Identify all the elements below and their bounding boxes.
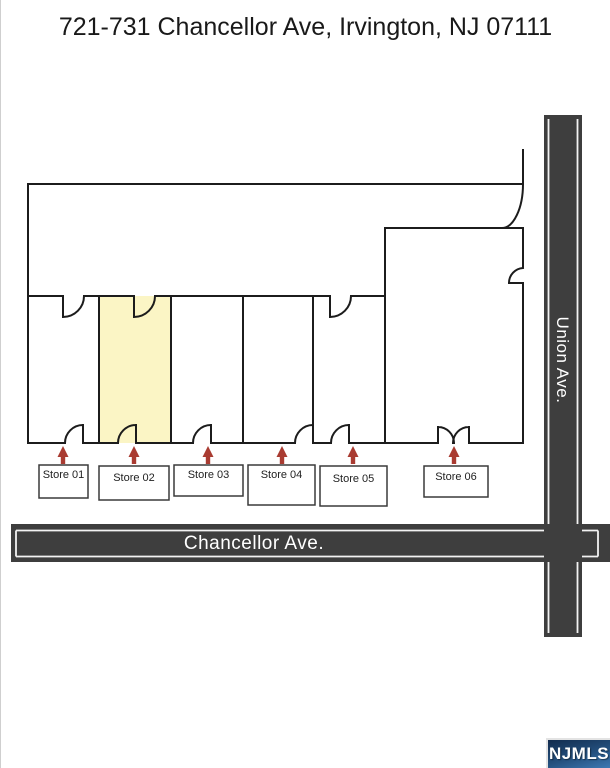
store-01-front-door	[63, 423, 85, 445]
njmls-logo: NJMLS	[546, 738, 610, 768]
entrance-arrows	[57, 446, 460, 464]
chancellor-left-lane-lines	[15, 529, 544, 558]
store-04-front-door	[293, 423, 315, 445]
store-02-highlight	[100, 296, 171, 443]
union-lane-lines	[547, 119, 579, 633]
address-title: 721-731 Chancellor Ave, Irvington, NJ 07…	[58, 13, 553, 41]
store-03-arrow	[202, 446, 214, 464]
chancellor-ave-label: Chancellor Ave.	[184, 533, 324, 554]
njmls-logo-text: NJMLS	[548, 744, 610, 763]
store-05-rear-door	[328, 294, 353, 319]
store-04-arrow	[276, 446, 288, 464]
store-05-arrow	[347, 446, 359, 464]
store-06-arrow	[448, 446, 460, 464]
store-06-label: Store 06	[435, 471, 477, 483]
store-05-front-door	[329, 423, 351, 445]
store-03-label: Store 03	[188, 469, 230, 481]
road-edge-lines	[15, 119, 599, 633]
store-05-label: Store 05	[333, 473, 375, 485]
store-04-label: Store 04	[261, 469, 303, 481]
store-01-arrow	[57, 446, 69, 464]
store-01-label: Store 01	[43, 469, 85, 481]
store-01-rear-door	[61, 294, 86, 319]
chancellor-right-lane-lines	[582, 529, 599, 558]
store-01-label-box	[38, 464, 89, 499]
store-06-double-door	[436, 425, 471, 445]
store-02-label: Store 02	[113, 472, 155, 484]
store-03-front-door	[191, 423, 213, 445]
union-ave-label: Union Ave.	[553, 317, 572, 404]
store-02-arrow	[128, 446, 140, 464]
store-05-label-box	[319, 465, 388, 507]
building-walls	[27, 149, 525, 445]
store-02-front-door	[116, 423, 138, 445]
store-03-label-box	[173, 464, 244, 497]
store-06-walls	[384, 227, 524, 444]
store-02-rear-door	[132, 294, 157, 319]
store-04-label-box	[247, 464, 316, 506]
store-label-boxes	[38, 464, 489, 507]
store-02-label-box	[98, 465, 170, 501]
corner-door-arc	[500, 182, 525, 230]
store-labels: Store 01 Store 02 Store 03 Store 04 Stor…	[43, 469, 477, 485]
outer-wall	[27, 149, 524, 444]
store-06-label-box	[423, 465, 489, 498]
side-door-arc	[507, 266, 525, 285]
store-divider-walls	[98, 227, 386, 444]
